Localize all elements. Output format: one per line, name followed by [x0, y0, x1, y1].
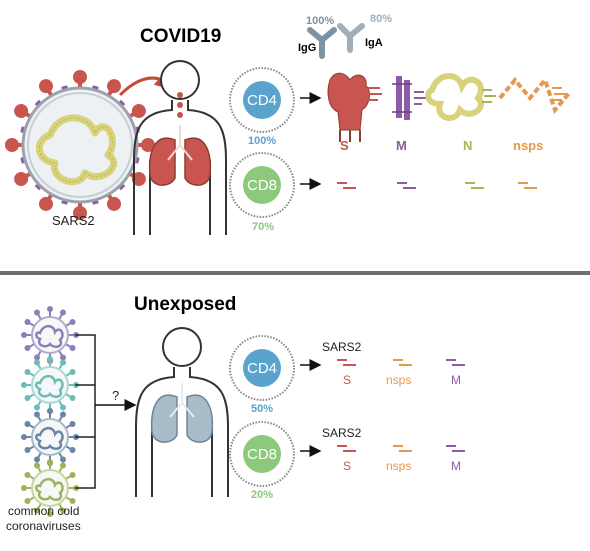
cd8-epitope-dashes: [337, 182, 537, 189]
cd8-cell: CD8: [243, 166, 281, 204]
coronavirus-icon: [21, 459, 79, 517]
protein-nsps-label: nsps: [513, 138, 544, 153]
iga-label: IgA: [365, 37, 383, 49]
cd8-s-label: S: [343, 459, 352, 473]
cd4-m-label: M: [451, 373, 461, 387]
cd4-label: CD4: [246, 91, 277, 109]
cd8-label: CD8: [246, 176, 277, 194]
cd4-unexposed-label: CD4: [246, 359, 277, 377]
iga-percent: 80%: [370, 13, 393, 25]
cd8-unexposed-label: CD8: [246, 445, 277, 463]
sars2-label: SARS2: [52, 213, 95, 228]
protein-n-label: N: [463, 138, 473, 153]
grouping-bracket: [75, 334, 96, 489]
cd4-cell: CD4: [243, 81, 281, 119]
igg-antibody-icon: [307, 27, 337, 59]
common-cold-label-1: common cold: [8, 504, 80, 518]
cd8-unexposed-percent: 20%: [251, 489, 274, 501]
membrane-protein-icon: [392, 76, 426, 120]
sars2-virion-icon: [5, 70, 155, 220]
human-silhouette-unexposed-icon: [135, 327, 229, 497]
cd8-target-label: SARS2: [322, 426, 362, 440]
spike-glycoprotein: [135, 138, 155, 152]
cd4-nsps-label: nsps: [386, 373, 412, 387]
coronavirus-icon: [21, 306, 79, 364]
protein-m-label: M: [396, 138, 407, 153]
cd8-percent: 70%: [252, 221, 275, 233]
question-mark: ?: [112, 388, 120, 403]
cd4-percent: 100%: [248, 135, 277, 147]
coronavirus-icon: [21, 356, 79, 414]
common-cold-label-2: coronaviruses: [6, 519, 81, 533]
protein-s-label: S: [340, 138, 349, 153]
nsps-protein-icon: [498, 75, 572, 115]
unexposed-title: Unexposed: [134, 294, 237, 315]
nucleocapsid-protein-icon: [425, 73, 496, 121]
igg-percent: 100%: [306, 15, 335, 27]
unexposed-epitope-dashes: [337, 359, 465, 452]
igg-label: IgG: [298, 42, 317, 54]
cd8-nsps-label: nsps: [386, 459, 412, 473]
cd8-unexposed-cell: CD8: [243, 435, 281, 473]
spike-protein-icon: [327, 72, 382, 142]
section-divider: [0, 271, 590, 275]
covid-title: COVID19: [140, 26, 222, 47]
cd4-unexposed-percent: 50%: [251, 403, 274, 415]
common-cold-coronavirus-icons: [21, 306, 79, 517]
cd4-unexposed-cell: CD4: [243, 349, 281, 387]
cd4-s-label: S: [343, 373, 352, 387]
iga-antibody-icon: [337, 23, 365, 53]
human-silhouette-icon: [133, 60, 227, 235]
coronavirus-icon: [21, 408, 79, 466]
cd8-m-label: M: [451, 459, 461, 473]
cd4-target-label: SARS2: [322, 340, 362, 354]
spike-glycoprotein: [5, 138, 25, 152]
